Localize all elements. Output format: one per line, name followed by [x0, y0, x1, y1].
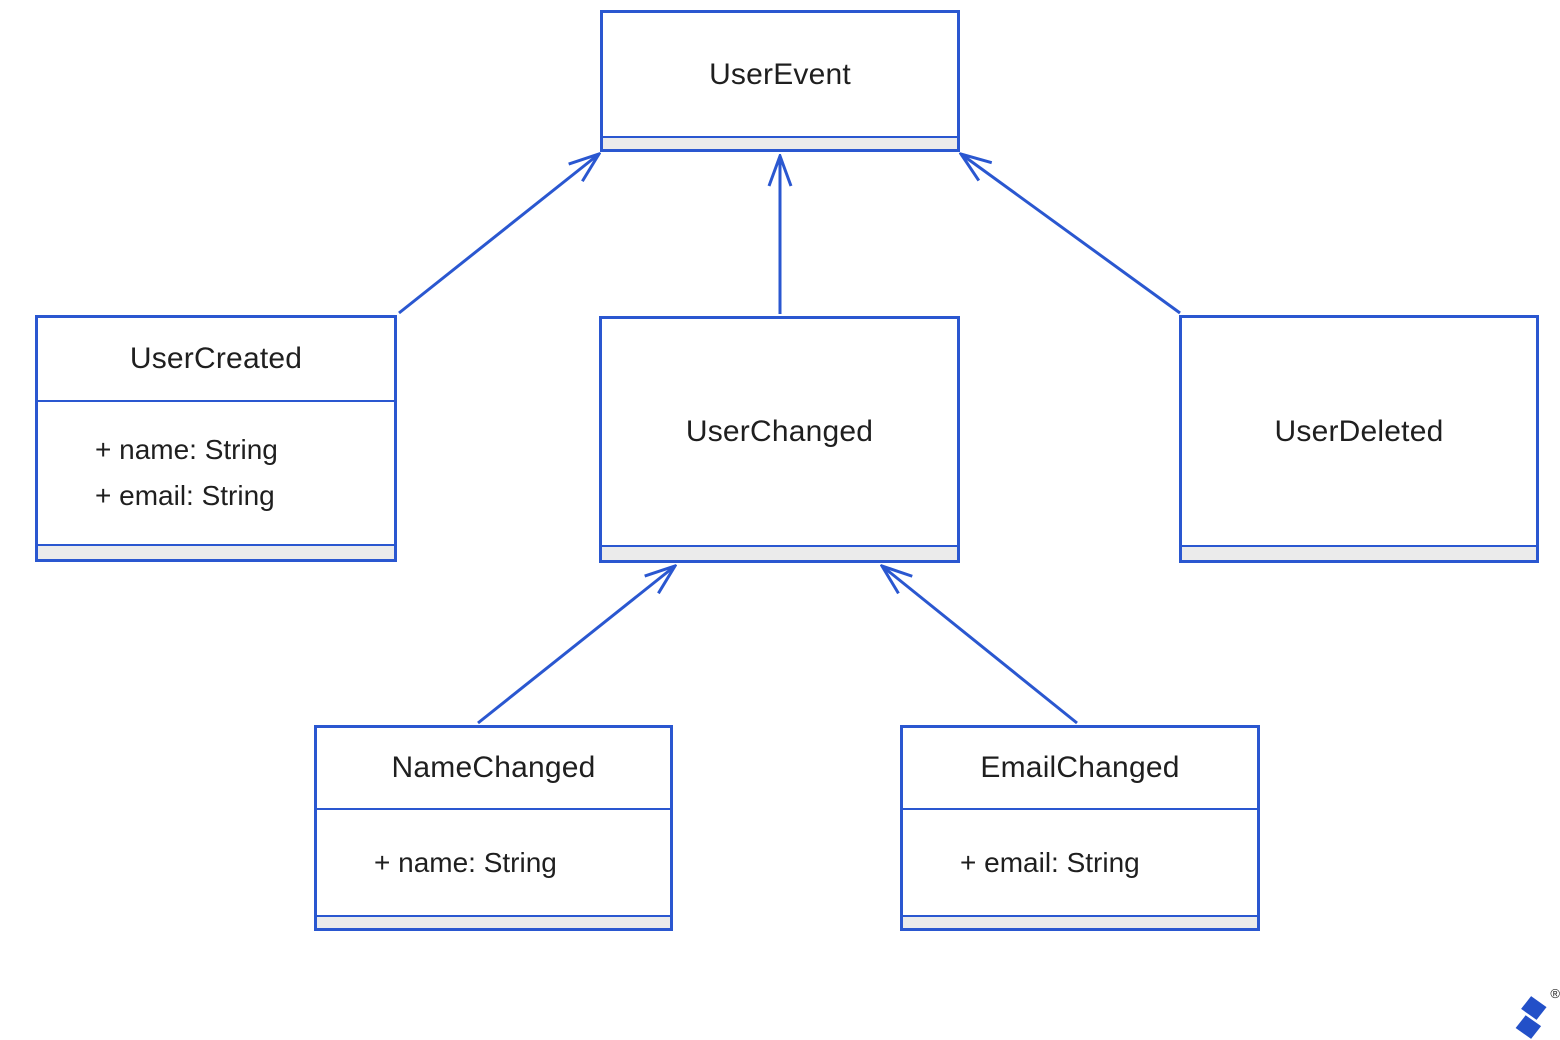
class-box-emailchanged: EmailChanged + email: String: [900, 725, 1260, 931]
attribute-line: + name: String: [95, 434, 278, 465]
class-name-userchanged: UserChanged: [685, 415, 874, 448]
class-name-namechanged: NameChanged: [391, 751, 596, 784]
class-name-userevent: UserEvent: [709, 57, 851, 91]
class-name-userdeleted: UserDeleted: [1274, 414, 1444, 448]
empty-compartment-emailchanged: [903, 915, 1257, 928]
registered-trademark-symbol: ®: [1550, 986, 1560, 1001]
class-name-emailchanged: EmailChanged: [980, 751, 1180, 784]
empty-compartment-usercreated: [38, 544, 394, 559]
class-name-usercreated: UserCreated: [129, 342, 303, 375]
empty-compartment-userdeleted: [1182, 545, 1536, 560]
empty-compartment-userevent: [603, 136, 957, 149]
empty-compartment-namechanged: [317, 915, 670, 928]
class-box-usercreated: UserCreated + name: String + email: Stri…: [35, 315, 397, 562]
edge-userdeleted-to-userevent: [961, 154, 1181, 315]
class-box-userevent: UserEvent: [600, 10, 960, 152]
toptal-logo: ®: [1510, 986, 1560, 1040]
toptal-logo-icon: [1515, 996, 1547, 1039]
empty-compartment-userchanged: [602, 545, 957, 560]
attribute-line: + email: String: [95, 480, 275, 511]
edge-usercreated-to-userevent: [398, 154, 599, 315]
attributes-usercreated: + name: String + email: String: [38, 400, 394, 544]
edge-namechanged-to-userchanged: [477, 566, 675, 725]
class-box-namechanged: NameChanged + name: String: [314, 725, 673, 931]
edge-emailchanged-to-userchanged: [882, 566, 1078, 725]
attribute-line: + name: String: [374, 846, 557, 878]
class-box-userdeleted: UserDeleted: [1179, 315, 1539, 563]
class-box-userchanged: UserChanged: [599, 316, 960, 563]
attribute-line: + email: String: [960, 846, 1140, 878]
attributes-namechanged: + name: String: [317, 808, 670, 915]
attributes-emailchanged: + email: String: [903, 808, 1257, 915]
